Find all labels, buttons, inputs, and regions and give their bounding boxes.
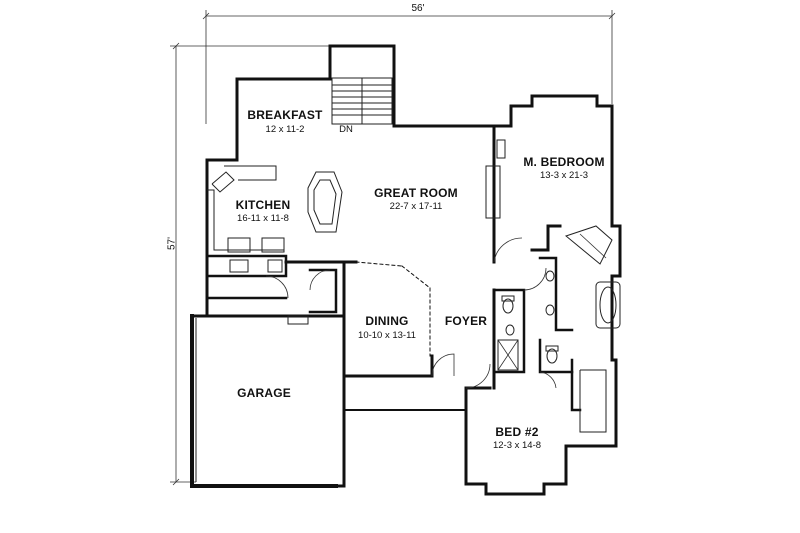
room-name-great-room: GREAT ROOM bbox=[374, 186, 458, 200]
room-size-great-room: 22-7 x 17-11 bbox=[389, 201, 443, 212]
overall-width-label: 56' bbox=[411, 3, 425, 14]
room-name-foyer: FOYER bbox=[444, 314, 488, 328]
overall-depth-label: 57' bbox=[166, 236, 178, 251]
room-name-master-bedroom: M. BEDROOM bbox=[523, 155, 605, 169]
kitchen-island bbox=[307, 171, 343, 233]
room-name-garage: GARAGE bbox=[237, 386, 291, 400]
toilets bbox=[501, 270, 559, 364]
master-tub bbox=[595, 281, 621, 329]
room-name-dining: DINING bbox=[365, 314, 409, 328]
staircase bbox=[331, 77, 393, 125]
room-size-dining: 10-10 x 13-11 bbox=[358, 330, 416, 341]
depth-dimension-line bbox=[170, 42, 330, 486]
exterior-walls bbox=[190, 44, 622, 496]
width-dimension-line bbox=[202, 10, 616, 124]
room-name-bed-2: BED #2 bbox=[495, 425, 539, 439]
room-size-breakfast: 12 x 11-2 bbox=[265, 124, 305, 135]
room-size-master-bedroom: 13-3 x 21-3 bbox=[539, 170, 589, 181]
stair-direction-label: DN bbox=[339, 124, 353, 135]
kitchen-counters bbox=[207, 165, 285, 273]
room-name-kitchen: KITCHEN bbox=[235, 198, 291, 212]
room-size-bed-2: 12-3 x 14-8 bbox=[492, 440, 542, 451]
master-shower bbox=[564, 225, 613, 265]
door-swings bbox=[265, 237, 557, 389]
interior-walls bbox=[205, 124, 607, 433]
room-size-kitchen: 16-11 x 11-8 bbox=[237, 213, 289, 224]
room-name-breakfast: BREAKFAST bbox=[247, 108, 323, 122]
